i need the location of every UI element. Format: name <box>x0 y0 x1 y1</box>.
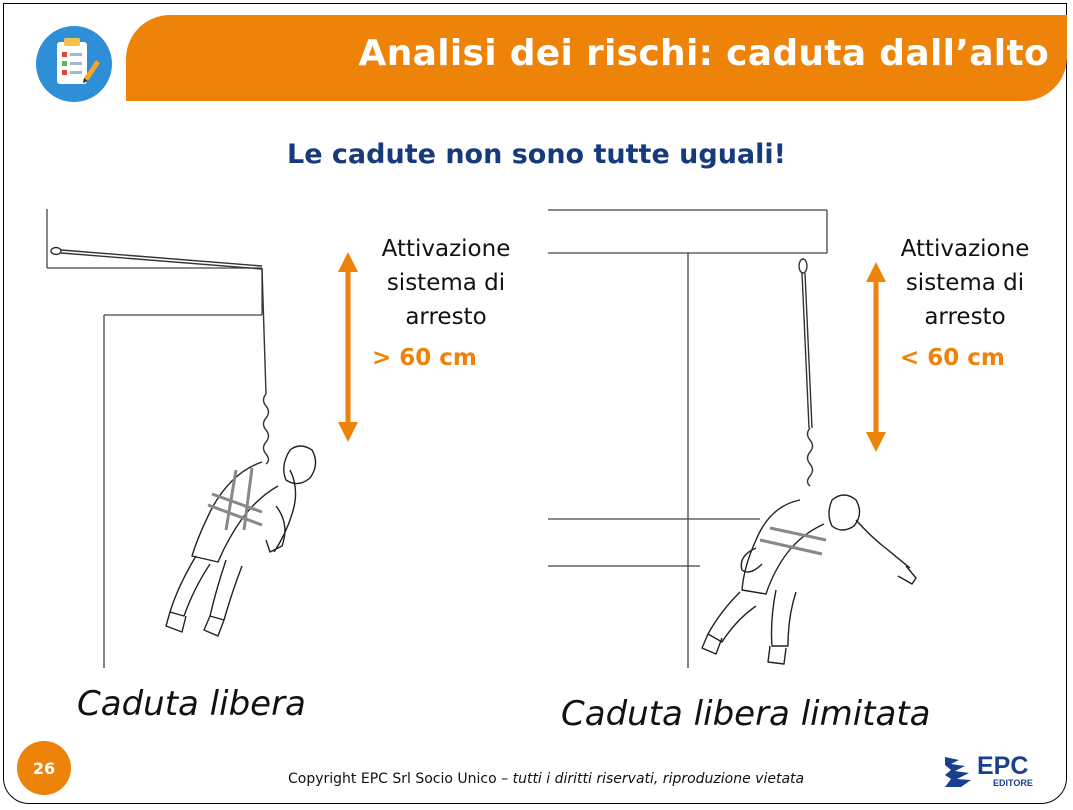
page-number-badge: 26 <box>17 741 71 795</box>
right-annotation: Attivazione sistema di arresto <box>900 236 1030 330</box>
left-annotation: Attivazione sistema di arresto <box>381 236 511 330</box>
right-caption: Caduta libera limitata <box>561 694 931 734</box>
brand-sub: EDITORE <box>993 778 1033 788</box>
left-anchor-lanyard <box>50 246 270 465</box>
right-measure: < 60 cm <box>900 345 1005 371</box>
right-anchor-lanyard <box>798 258 814 487</box>
left-caption: Caduta libera <box>77 684 306 724</box>
lion-icon <box>945 757 971 787</box>
page-title: Analisi dei rischi: caduta dall’alto <box>358 33 1049 74</box>
copyright-notice: tutti i diritti riservati, riproduzione … <box>512 771 805 787</box>
copyright-text: Copyright EPC Srl Socio Unico – <box>288 771 513 787</box>
title-bar: Analisi dei rischi: caduta dall’alto <box>126 15 1067 101</box>
slide-subtitle: Le cadute non sono tutte uguali! <box>287 139 786 170</box>
right-structure <box>548 209 828 668</box>
right-worker-figure <box>701 494 917 665</box>
left-measure: > 60 cm <box>372 345 477 371</box>
clipboard-checklist-icon <box>36 26 112 102</box>
epc-logo: EPC EDITORE <box>943 749 1063 795</box>
left-worker-figure <box>165 445 317 637</box>
slide-frame <box>3 3 1067 804</box>
brand-name: EPC <box>977 752 1028 780</box>
copyright-footer: Copyright EPC Srl Socio Unico – tutti i … <box>288 771 804 787</box>
